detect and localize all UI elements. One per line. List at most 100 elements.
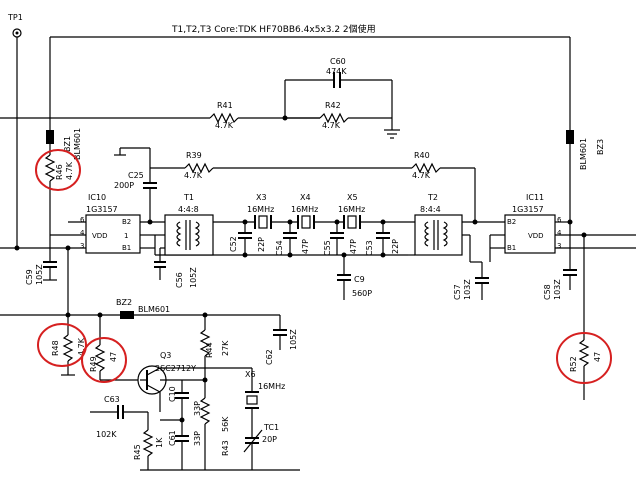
svg-text:BLM601: BLM601 [579,138,588,170]
svg-text:1G3157: 1G3157 [86,205,118,214]
svg-text:R41: R41 [217,101,233,110]
svg-text:4.7K: 4.7K [65,161,74,180]
svg-text:1G3157: 1G3157 [512,205,544,214]
svg-text:22P: 22P [391,239,400,254]
svg-text:R43: R43 [221,440,230,456]
svg-text:56K: 56K [221,416,230,432]
svg-text:X6: X6 [245,370,256,379]
capacitor-c59: C59 105Z [25,220,57,285]
svg-text:R44: R44 [205,342,214,358]
resistor-r49: R49 47 [89,312,140,381]
svg-text:4.7K: 4.7K [77,337,86,356]
capacitor-c52: C52 22P [229,219,266,258]
svg-text:103Z: 103Z [463,279,472,300]
crystal-x5: X5 16MHz [338,193,365,229]
transformer-t1: T1 4:4:8 [164,193,214,256]
crystal-x6: X6 16MHz [205,367,285,425]
svg-text:C60: C60 [330,57,346,66]
crystal-x3: X3 16MHz [247,193,274,229]
svg-text:103Z: 103Z [553,279,562,300]
svg-text:TP1: TP1 [7,13,23,22]
svg-text:4: 4 [557,229,562,237]
svg-text:3: 3 [557,242,561,250]
svg-text:1K: 1K [155,437,164,448]
resistor-r46: R46 4.7K [44,154,74,220]
svg-text:T1: T1 [183,193,194,202]
svg-text:R48: R48 [51,340,60,356]
svg-text:33P: 33P [193,431,202,446]
capacitor-c60: C60 474K [285,57,392,88]
svg-text:16MHz: 16MHz [258,382,285,391]
capacitor-c63: C63 102K [90,395,148,439]
svg-text:C9: C9 [354,275,365,284]
svg-text:3: 3 [80,242,84,250]
svg-text:16MHz: 16MHz [338,205,365,214]
svg-text:C56: C56 [175,272,184,288]
svg-text:105Z: 105Z [35,264,44,285]
svg-text:1: 1 [124,232,128,240]
svg-text:C52: C52 [229,236,238,252]
svg-text:C62: C62 [265,349,274,365]
svg-text:20P: 20P [262,435,277,444]
resistor-r44: R44 27K [199,312,230,380]
svg-text:C58: C58 [543,284,552,300]
core-note: T1,T2,T3 Core:TDK HF70BB6.4x5x3.2 2個使用 [171,23,376,35]
svg-text:47: 47 [109,352,118,362]
svg-text:TC1: TC1 [263,423,279,432]
capacitor-c62: C62 105Z [265,315,298,365]
svg-text:B2: B2 [122,218,131,226]
svg-text:C61: C61 [168,430,177,446]
ic-ic11: IC11 1G3157 B2 VDD B1 6 4 3 [489,193,562,262]
svg-text:R42: R42 [325,101,341,110]
capacitor-c58: C58 103Z [543,222,577,300]
svg-text:C59: C59 [25,269,34,285]
svg-text:B2: B2 [507,218,516,226]
svg-text:4.7K: 4.7K [412,171,431,180]
highlight-r52 [556,332,612,384]
capacitor-c25: C25 200P [114,147,157,222]
resistor-r42: R42 4.7K [282,80,393,130]
capacitor-c61: C61 33P [160,417,202,470]
ic-ic10: IC10 1G3157 6 4 3 B2 VDD 1 B1 [50,193,156,255]
svg-text:27K: 27K [221,340,230,356]
svg-text:2SC2712Y: 2SC2712Y [155,364,196,373]
svg-text:X5: X5 [347,193,358,202]
svg-text:VDD: VDD [528,232,544,240]
capacitor-c10: C10 33P [160,379,205,420]
capacitor-c57: C57 103Z [453,235,489,300]
testpoint-tp1: TP1 [7,13,23,248]
capacitor-c53: C53 22P [365,219,400,258]
svg-text:R46: R46 [55,164,64,180]
ferrite-bz2: BZ2 BLM601 [116,298,280,319]
svg-text:R40: R40 [414,151,430,160]
svg-text:105Z: 105Z [189,267,198,288]
ferrite-bz3: BLM601 BZ3 [566,130,605,220]
svg-text:R52: R52 [569,356,578,372]
svg-text:R49: R49 [89,356,98,372]
capacitor-c9: C9 560P [337,252,372,300]
svg-text:6: 6 [80,216,85,224]
svg-text:BZ3: BZ3 [596,139,605,155]
left-lower-rail [0,248,120,316]
crystal-x4: X4 16MHz [291,193,318,229]
svg-text:6: 6 [557,216,562,224]
svg-text:4.7K: 4.7K [184,171,203,180]
svg-text:200P: 200P [114,181,134,190]
svg-text:R45: R45 [133,444,142,460]
svg-text:16MHz: 16MHz [247,205,274,214]
svg-text:C53: C53 [365,240,374,256]
svg-text:B1: B1 [507,244,516,252]
svg-text:Q3: Q3 [160,351,171,360]
svg-text:IC11: IC11 [526,193,544,202]
svg-text:4.7K: 4.7K [215,121,234,130]
resistor-r45: R45 1K [133,412,164,470]
resistor-r40: R40 4.7K [411,151,476,222]
svg-text:C63: C63 [104,395,120,404]
svg-text:47P: 47P [349,239,358,254]
capacitor-c55: C55 47P [323,219,358,256]
svg-text:560P: 560P [352,289,372,298]
svg-text:8:4:4: 8:4:4 [420,205,441,214]
svg-text:IC10: IC10 [88,193,106,202]
svg-text:X4: X4 [300,193,311,202]
